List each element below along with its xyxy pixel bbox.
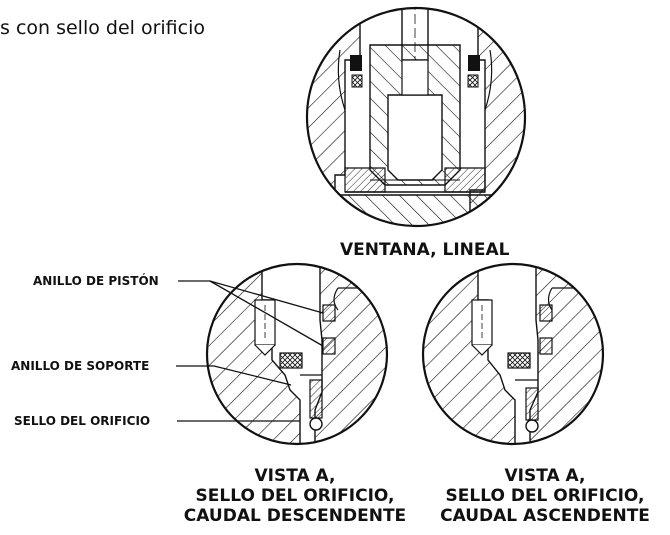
body-bottom-section xyxy=(329,194,501,226)
left-body-section xyxy=(207,264,301,444)
top-caption: s con sello del orificio xyxy=(0,17,206,39)
piston-ring-lower xyxy=(322,337,336,355)
top-detail-view xyxy=(305,6,527,228)
orifice-seal xyxy=(309,379,323,419)
right-detail-outline xyxy=(421,262,605,446)
orifice-oring xyxy=(309,417,323,431)
right-detail-view xyxy=(421,262,605,446)
backup-ring xyxy=(279,352,303,369)
view-right-line2: SELLO DEL ORIFICIO, xyxy=(445,486,645,506)
view-right-line3: CAUDAL ASCENDENTE xyxy=(440,506,650,526)
view-left-line3: CAUDAL DESCENDENTE xyxy=(183,506,407,526)
leader-lines xyxy=(176,280,324,422)
callout-backup-ring: ANILLO DE SOPORTE xyxy=(11,359,150,373)
callout-piston-ring: ANILLO DE PISTÓN xyxy=(33,274,159,288)
piston-ring-upper xyxy=(322,304,336,322)
left-detail-outline xyxy=(205,262,389,446)
leader-backup-ring xyxy=(176,365,292,386)
callout-orifice-seal: SELLO DEL ORIFICIO xyxy=(14,414,151,428)
right-body-section xyxy=(423,264,516,444)
view-right-caption: VISTA A, SELLO DEL ORIFICIO, CAUDAL ASCE… xyxy=(420,466,670,526)
view-left-line1: VISTA A, xyxy=(254,466,336,486)
view-right-line1: VISTA A, xyxy=(504,466,586,486)
top-detail-outline xyxy=(305,6,527,228)
view-left-caption: VISTA A, SELLO DEL ORIFICIO, CAUDAL DESC… xyxy=(170,466,420,526)
view-left-line2: SELLO DEL ORIFICIO, xyxy=(195,486,395,506)
view-title-lineal: VENTANA, LINEAL xyxy=(340,240,510,260)
